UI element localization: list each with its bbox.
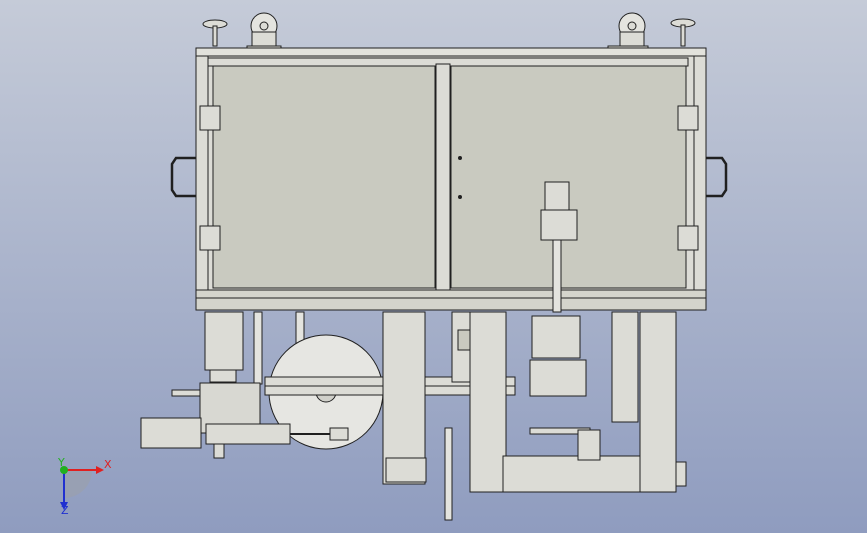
base-foot [385, 457, 427, 483]
piston-cylinder [577, 429, 601, 461]
handle-right [706, 156, 728, 198]
y-axis-label: Y [57, 456, 65, 469]
machine-assembly [140, 12, 728, 521]
door-panel-left [212, 65, 436, 289]
y-axis-dot [60, 466, 68, 474]
leg-left [611, 311, 639, 423]
base-rail [195, 289, 707, 311]
leg-right [639, 311, 677, 493]
upper-right-unit [531, 315, 581, 359]
hinge-upper-left [199, 105, 221, 131]
actuator-body [204, 311, 244, 371]
mount-plate [540, 209, 578, 241]
orientation-triad[interactable]: X Y Z [57, 456, 112, 517]
x-axis-label: X [104, 458, 112, 471]
z-axis-label: Z [61, 504, 69, 517]
cable-connector [329, 427, 349, 441]
carriage-block [529, 359, 587, 397]
upper-block [544, 181, 570, 213]
hinge-lower-right [677, 225, 699, 251]
leveling-foot-left [202, 19, 228, 47]
center-column [382, 311, 426, 485]
right-post [693, 55, 707, 291]
base-crossbeam [502, 455, 641, 493]
hinge-lower-left [199, 225, 221, 251]
leveling-foot-right [670, 18, 696, 47]
hinge-upper-right [677, 105, 699, 131]
handle-left [170, 156, 196, 198]
right-column [469, 311, 507, 493]
clamp-block [140, 417, 202, 449]
center-mullion [435, 63, 451, 291]
top-rail [195, 47, 707, 57]
left-post [195, 55, 209, 291]
door-panel-right [450, 65, 687, 289]
bottom-rod [444, 427, 453, 521]
cylinder [205, 423, 291, 445]
vertical-rod [552, 239, 562, 313]
